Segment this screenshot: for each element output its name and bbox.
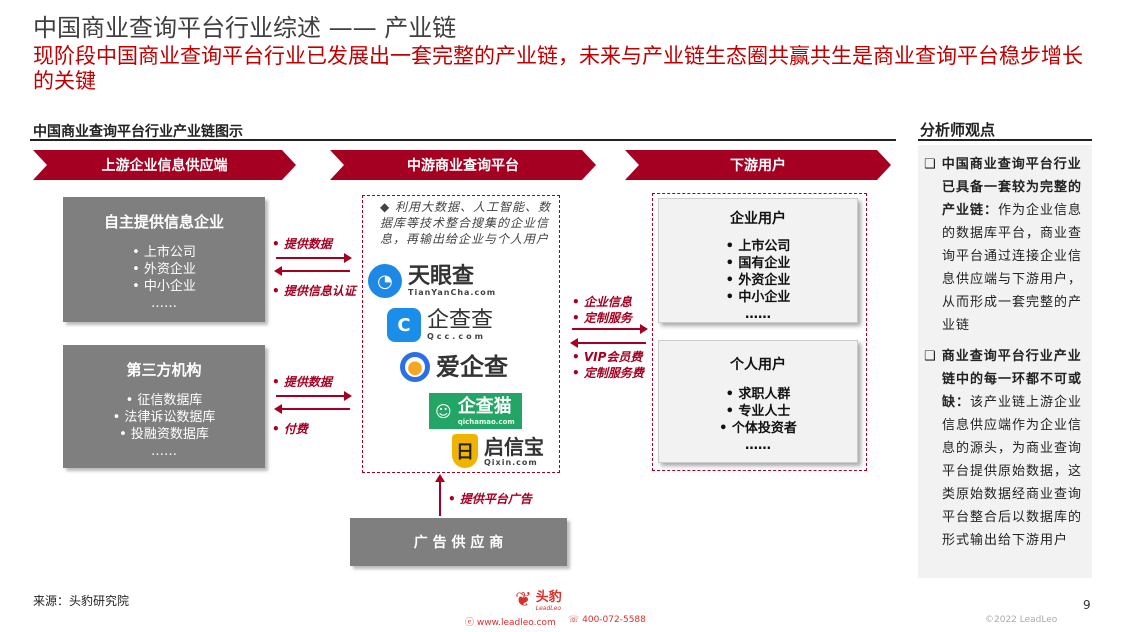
flow-label: • 定制服务: [572, 311, 632, 325]
midstream-description: ◆ 利用大数据、人工智能、数据库等技术整合搜集的企业信息，再输出给企业与个人用户: [380, 200, 552, 246]
list-item: ……: [745, 307, 771, 322]
qixinbao-icon: 日: [452, 434, 478, 468]
list-item: • 中小企业: [132, 279, 196, 294]
stage-downstream: 下游用户: [625, 150, 891, 180]
upstream-box-third-party: 第三方机构 • 征信数据库 • 法律诉讼数据库 • 投融资数据库 ……: [63, 345, 265, 468]
list-item: • 上市公司: [725, 239, 791, 254]
stage-upstream: 上游企业信息供应端: [33, 150, 296, 180]
list-item: • 投融资数据库: [119, 427, 209, 442]
stage-midstream: 中游商业查询平台: [330, 150, 596, 180]
website-text: www.leadleo.com: [476, 618, 556, 628]
flow-label: • 提供数据: [272, 375, 332, 389]
arrow-left-icon: [570, 338, 646, 348]
individual-users-box: 个人用户 • 求职人群 • 专业人士 • 个体投资者 ……: [658, 340, 858, 463]
list-item: • 中小企业: [725, 290, 791, 305]
logo-url: Qcc.com: [427, 331, 486, 341]
list-item: • 外资企业: [725, 273, 791, 288]
qcc-icon: C: [387, 308, 421, 342]
panel-point: ❑ 中国商业查询平台行业已具备一套较为完整的产业链：作为企业信息的数据库平台，商…: [924, 157, 1083, 333]
point-text: 作为企业信息的数据库平台，商业查询平台通过连接企业信息供应端与下游用户，从而形成…: [942, 203, 1083, 333]
downstream-box: [652, 193, 867, 471]
arrow-left-icon: [274, 404, 350, 414]
phone: ☏ 400-072-5588: [568, 615, 646, 625]
flow-label: • 提供平台广告: [448, 492, 532, 506]
enterprise-users-box: 企业用户 • 上市公司 • 国有企业 • 外资企业 • 中小企业 ……: [658, 198, 858, 323]
box-title: 企业用户: [730, 211, 786, 227]
divider: [918, 139, 1092, 141]
list-item: ……: [151, 296, 177, 311]
midstream-box: [362, 195, 560, 473]
page-subtitle: 现阶段中国商业查询平台行业已发展出一套完整的产业链，未来与产业链生态圈共赢共生是…: [33, 44, 1083, 93]
copyright: ©2022 LeadLeo: [985, 615, 1058, 625]
source-note: 来源：头豹研究院: [33, 594, 130, 608]
box-title: 第三方机构: [126, 361, 202, 379]
logo-url: TianYanCha.com: [408, 287, 497, 297]
brand-name-en: LeadLeo: [535, 605, 561, 612]
logo-name: 企查猫: [457, 396, 512, 417]
arrow-right-icon: [572, 324, 648, 334]
point-text: 该产业链上游企业信息供应端作为企业信息的源头，为商业查询平台提供原始数据，这类原…: [942, 395, 1083, 548]
section-title: 中国商业查询平台行业产业链图示: [33, 124, 243, 140]
list-item: • 专业人士: [725, 404, 791, 419]
cat-icon: ☺: [435, 401, 452, 421]
list-item: • 法律诉讼数据库: [112, 410, 216, 425]
list-item: • 国有企业: [725, 256, 791, 271]
box-title: 个人用户: [730, 357, 786, 373]
arrow-up-icon: [435, 474, 445, 516]
flow-label: • VIP会员费: [572, 350, 643, 364]
list-item: • 征信数据库: [125, 393, 203, 408]
panel-point: ❑ 商业查询平台行业产业链中的每一环都不可或缺：该产业链上游企业信息供应端作为企…: [924, 349, 1083, 548]
logo-name: 天眼查: [408, 263, 475, 289]
logo-name: 启信宝: [484, 434, 544, 459]
box-title: 自主提供信息企业: [103, 213, 224, 231]
list-item: • 求职人群: [725, 387, 791, 402]
upstream-box-self: 自主提供信息企业 • 上市公司 • 外资企业 • 中小企业 ……: [63, 197, 265, 322]
arrow-right-icon: [276, 253, 352, 263]
flow-label: • 定制服务费: [572, 366, 644, 380]
arrow-left-icon: [274, 266, 350, 276]
list-item: • 外资企业: [132, 262, 196, 277]
aiqicha-icon: ●: [400, 352, 430, 382]
divider: [30, 139, 896, 141]
list-item: • 个体投资者: [719, 421, 797, 436]
leopard-icon: ❦: [515, 587, 532, 611]
list-item: • 上市公司: [132, 245, 196, 260]
brand-name: 头豹: [535, 590, 562, 605]
logo-name: 爱企查: [436, 353, 508, 381]
logo-url: Qixin.com: [484, 457, 538, 467]
flow-label: • 提供数据: [272, 237, 332, 251]
page-number: 9: [1083, 598, 1091, 612]
analyst-panel: ❑ 中国商业查询平台行业已具备一套较为完整的产业链：作为企业信息的数据库平台，商…: [918, 145, 1092, 578]
flow-label: • 企业信息: [572, 295, 632, 309]
logo-url: qichamao.com: [457, 418, 515, 426]
ad-supplier-box: 广 告 供 应 商: [350, 518, 567, 566]
panel-title: 分析师观点: [920, 121, 996, 139]
page-title: 中国商业查询平台行业综述 —— 产业链: [33, 14, 457, 42]
logo-aiqicha: ● 爱企查: [400, 352, 508, 382]
list-item: ……: [151, 444, 177, 459]
flow-label: • 提供信息认证: [272, 284, 356, 298]
point-heading: 商业查询平台行业产业链中的每一环都不可或缺：: [941, 349, 1083, 410]
arrow-right-icon: [276, 391, 352, 401]
point-heading: 中国商业查询平台行业已具备一套较为完整的产业链：: [941, 157, 1083, 218]
website-link[interactable]: ⓔ www.leadleo.com: [465, 618, 556, 628]
flow-label: • 付费: [272, 422, 308, 436]
phone-text: 400-072-5588: [582, 615, 646, 625]
logo-name: 企查查: [427, 307, 494, 333]
list-item: ……: [745, 438, 771, 453]
tianyancha-icon: ◔: [368, 264, 402, 298]
